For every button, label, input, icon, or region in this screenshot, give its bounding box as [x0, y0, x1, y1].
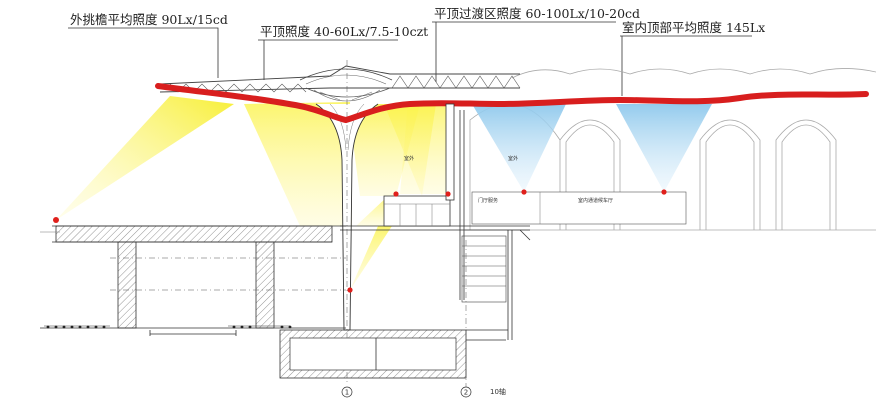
fixture-column: [347, 287, 353, 293]
fixture-roof-1: [393, 191, 399, 197]
outdoor-label-2: 室外: [508, 155, 518, 162]
middle-building: [340, 103, 687, 340]
left-platform: [40, 225, 346, 336]
roof-light-cone-4: [400, 102, 452, 194]
fixture-roof-2: [445, 191, 451, 197]
room-label-2: 室内通道候车厅: [578, 197, 613, 204]
light-cones: [56, 96, 712, 290]
roof-light-cone-5: [350, 226, 392, 290]
room-label-1: 门厅服务: [478, 197, 498, 204]
fixture-indoor-1: [521, 189, 527, 195]
grid-axis-label-2: 2: [464, 389, 468, 397]
grid-axes: 1 2 10轴: [341, 240, 506, 398]
fixture-indoor-2: [661, 189, 667, 195]
outdoor-label-1: 室外: [404, 155, 414, 162]
eave-light-cone: [56, 96, 234, 220]
roof-light-cone-1: [244, 102, 352, 226]
light-fixtures: [53, 189, 667, 293]
grid-axis-label-1: 1: [345, 389, 349, 397]
basement: [279, 329, 508, 379]
transition-illuminance-label: 平顶过渡区照度 60-100Lx/10-20cd: [434, 6, 640, 21]
indoor-illuminance-label: 室内顶部平均照度 145Lx: [622, 20, 765, 35]
indoor-light-cone-2: [616, 104, 712, 192]
roof-profile-line: [155, 83, 869, 124]
grid-axis-label-10: 10轴: [490, 387, 506, 396]
indoor-light-cone-1: [472, 104, 566, 192]
eave-illuminance-label: 外挑檐平均照度 90Lx/15cd: [70, 12, 228, 27]
roof-illuminance-label: 平顶照度 40-60Lx/7.5-10czt: [260, 24, 428, 39]
annotation-leaders: [68, 21, 752, 96]
fixture-eave: [53, 217, 59, 223]
